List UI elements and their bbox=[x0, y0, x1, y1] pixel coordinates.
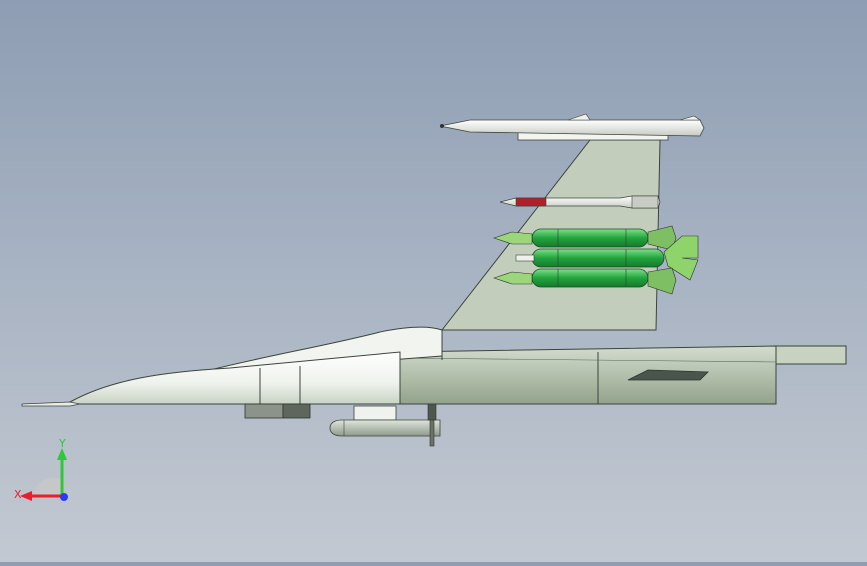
pylon bbox=[353, 405, 397, 421]
ventral-fairing-left bbox=[244, 403, 284, 419]
bomb-middle bbox=[515, 235, 699, 281]
drop-tank bbox=[329, 419, 441, 437]
ventral-fairing-right bbox=[282, 403, 311, 419]
bomb-lower bbox=[493, 267, 677, 295]
canopy bbox=[209, 326, 443, 373]
missile-top bbox=[439, 113, 705, 141]
bomb-upper bbox=[493, 225, 677, 251]
landing-gear bbox=[427, 403, 437, 447]
horizontal-stabilizer bbox=[773, 345, 847, 365]
intake-vent bbox=[627, 369, 709, 381]
coordinate-triad-icon: Y X bbox=[14, 438, 68, 501]
x-axis-label: X bbox=[14, 488, 22, 501]
rear-fuselage bbox=[399, 345, 777, 405]
missile-middle bbox=[499, 195, 661, 209]
forward-fuselage bbox=[69, 351, 401, 405]
nose-probe bbox=[21, 401, 81, 407]
y-axis-label: Y bbox=[58, 438, 66, 450]
